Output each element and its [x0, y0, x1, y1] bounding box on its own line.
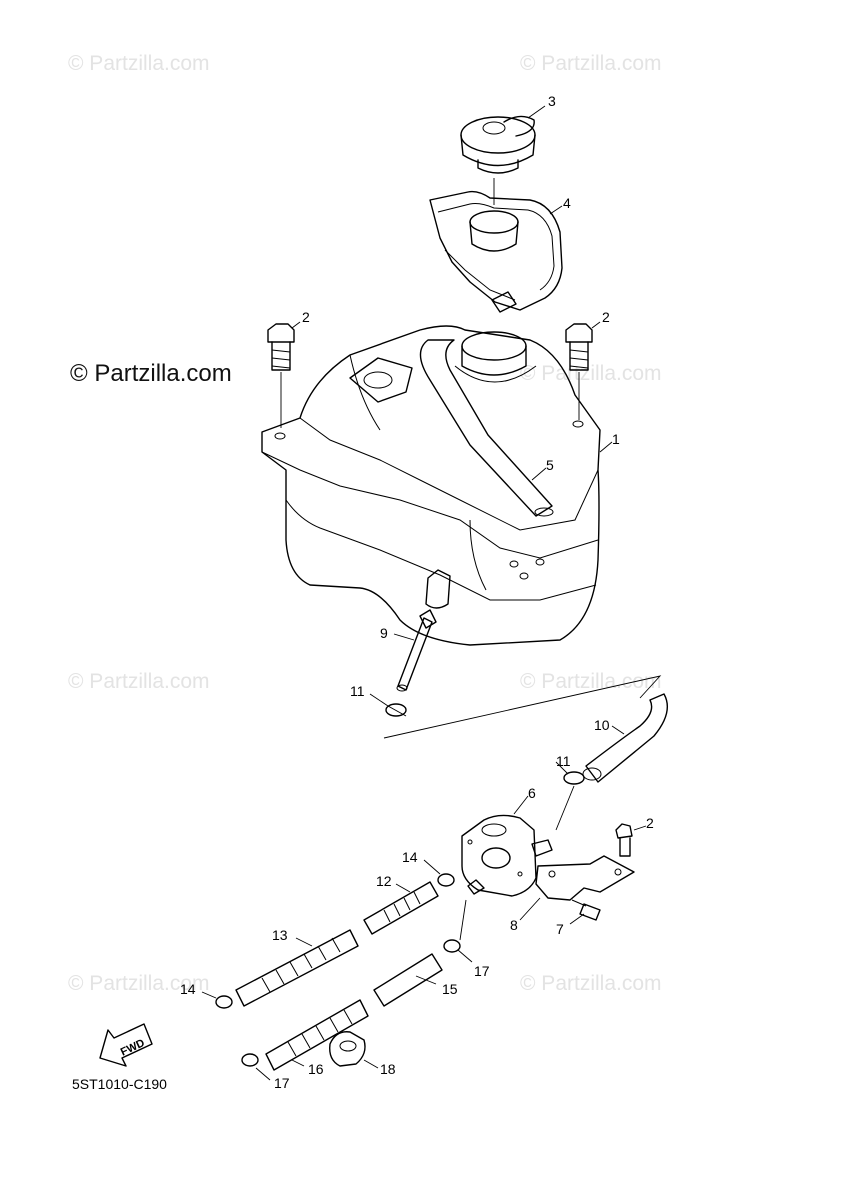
watermark-lower-left: © Partzilla.com: [68, 670, 210, 693]
callout-2-left: 2: [302, 309, 310, 325]
hose-part-15[interactable]: [373, 953, 443, 1007]
corrugated-hose-part-13[interactable]: [235, 929, 359, 1007]
callout-2-right: 2: [602, 309, 610, 325]
hose-clip-part-14-upper[interactable]: [437, 873, 455, 887]
watermark-top-right: © Partzilla.com: [520, 52, 662, 75]
hose-part-12[interactable]: [363, 881, 439, 935]
breather-hose-part-5[interactable]: [419, 339, 554, 517]
callout-7: 7: [556, 921, 564, 937]
fuel-pump-part-6[interactable]: [461, 814, 553, 897]
callout-15: 15: [442, 981, 458, 997]
callout-3: 3: [548, 93, 556, 109]
hose-clip-part-17-upper[interactable]: [443, 939, 461, 953]
callout-17-upper: 17: [474, 963, 490, 979]
corrugated-hose-part-16[interactable]: [265, 999, 369, 1071]
callout-6: 6: [528, 785, 536, 801]
tank-cover-part-4[interactable]: [429, 190, 563, 313]
callout-14-upper: 14: [402, 849, 418, 865]
callout-18: 18: [380, 1061, 396, 1077]
hose-clip-part-14-lower[interactable]: [215, 995, 233, 1009]
hose-clip-part-17-lower[interactable]: [241, 1053, 259, 1067]
hose-clip-part-11-upper[interactable]: [385, 703, 407, 717]
callout-8: 8: [510, 917, 518, 933]
watermark-main: © Partzilla.com: [70, 360, 232, 387]
callout-11-upper: 11: [350, 683, 365, 699]
callout-14-lower: 14: [180, 981, 196, 997]
watermark-mid-right: © Partzilla.com: [520, 362, 662, 385]
bolt-part-7[interactable]: [571, 899, 601, 921]
callout-13: 13: [272, 927, 288, 943]
fwd-label: FWD: [119, 1037, 147, 1058]
fuel-cap-part-3[interactable]: [460, 115, 536, 174]
callout-16: 16: [308, 1061, 324, 1077]
callout-5: 5: [546, 457, 554, 473]
callout-4: 4: [563, 195, 571, 211]
bolt-part-2-left[interactable]: [267, 323, 295, 371]
callout-10: 10: [594, 717, 610, 733]
callout-2-bracket: 2: [646, 815, 654, 831]
bracket-part-8[interactable]: [535, 855, 635, 901]
watermark-bottom-left: © Partzilla.com: [68, 972, 210, 995]
fuel-pipe-part-9[interactable]: [396, 609, 437, 692]
diagram-code: 5ST1010-C190: [72, 1076, 167, 1092]
watermark-top-left: © Partzilla.com: [68, 52, 210, 75]
hose-clip-part-11-lower[interactable]: [563, 771, 585, 785]
callout-17-lower: 17: [274, 1075, 290, 1091]
watermark-bottom-right: © Partzilla.com: [520, 972, 662, 995]
callout-1: 1: [612, 431, 620, 447]
fuel-hose-part-10[interactable]: [582, 693, 668, 783]
watermark-lower-right: © Partzilla.com: [520, 670, 662, 693]
bolt-part-2-bracket[interactable]: [615, 823, 633, 857]
bolt-part-2-right[interactable]: [565, 323, 593, 371]
callout-9: 9: [380, 625, 388, 641]
fwd-arrow-icon: [99, 1023, 153, 1067]
connection-guide: [383, 675, 662, 739]
callout-12: 12: [376, 873, 392, 889]
callout-leaders: [201, 105, 647, 1081]
fuel-tank-part-1[interactable]: [261, 325, 601, 646]
hose-holder-part-18[interactable]: [329, 1031, 366, 1067]
callout-11-lower: 11: [556, 753, 571, 769]
